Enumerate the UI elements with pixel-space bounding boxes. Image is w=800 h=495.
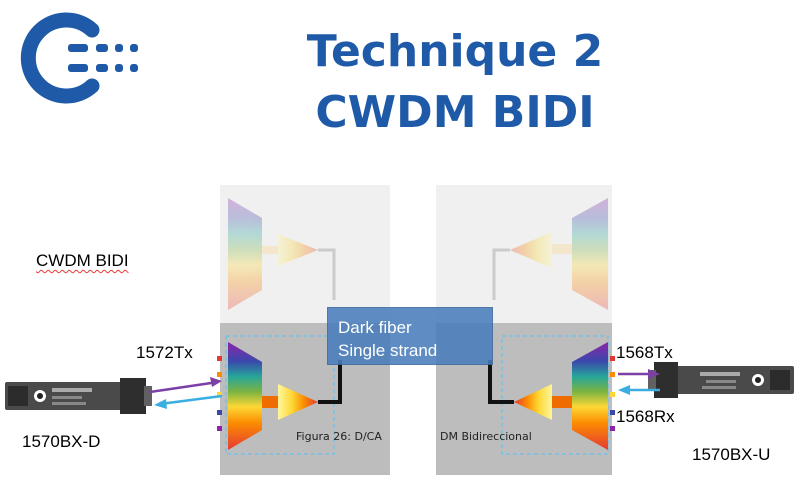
- right-module-label: 1570BX-U: [692, 445, 771, 464]
- brand-logo-icon: [20, 12, 138, 104]
- dark-fiber-label: Dark fiber: [338, 318, 412, 337]
- right-rx-label: 1568Rx: [616, 407, 675, 426]
- left-panel: [217, 185, 390, 475]
- page-title-line2: CWDM BIDI: [315, 87, 595, 138]
- left-module-label: 1570BX-D: [22, 432, 101, 451]
- dark-fiber-box: [327, 307, 493, 365]
- cwdm-bidi-label: CWDM BIDI: [36, 251, 129, 270]
- figure-caption-right: DM Bidireccional: [440, 430, 532, 443]
- sfp-transceiver-icon-right: [648, 362, 794, 398]
- figure-caption-left: Figura 26: D/CA: [296, 430, 382, 443]
- left-tx-label: 1572Tx: [136, 343, 193, 362]
- sfp-transceiver-icon-left: [5, 378, 152, 414]
- page-title-line1: Technique 2: [306, 26, 604, 77]
- single-strand-label: Single strand: [338, 341, 438, 360]
- right-tx-label: 1568Tx: [616, 343, 673, 362]
